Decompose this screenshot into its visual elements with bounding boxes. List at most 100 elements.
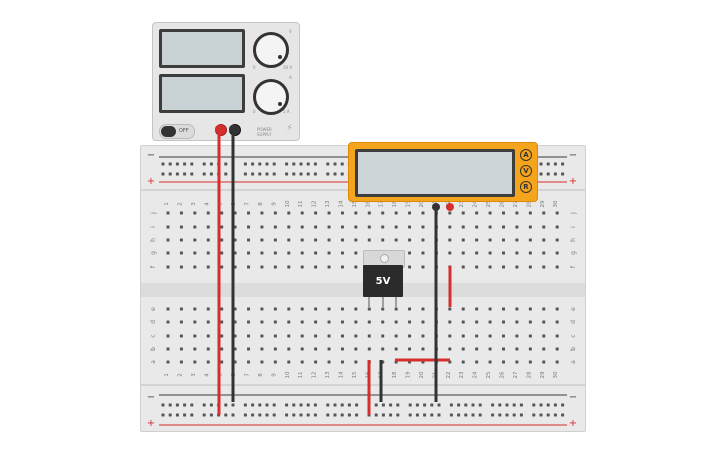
breadboard-hole[interactable] (273, 307, 277, 311)
rail-hole[interactable] (512, 413, 516, 417)
rail-hole[interactable] (217, 172, 221, 176)
breadboard-hole[interactable] (340, 360, 344, 364)
breadboard-hole[interactable] (421, 347, 425, 351)
rail-hole[interactable] (553, 162, 557, 166)
breadboard-hole[interactable] (273, 320, 277, 324)
rail-hole[interactable] (389, 413, 393, 417)
breadboard-hole[interactable] (354, 211, 358, 215)
rail-hole[interactable] (265, 403, 269, 407)
breadboard-hole[interactable] (421, 360, 425, 364)
rail-hole[interactable] (333, 413, 337, 417)
breadboard-hole[interactable] (287, 307, 291, 311)
breadboard-hole[interactable] (193, 251, 197, 255)
rail-hole[interactable] (285, 403, 289, 407)
breadboard-hole[interactable] (314, 307, 318, 311)
breadboard-hole[interactable] (327, 265, 331, 269)
breadboard-hole[interactable] (434, 225, 438, 229)
rail-hole[interactable] (374, 413, 378, 417)
breadboard-hole[interactable] (461, 360, 465, 364)
breadboard-hole[interactable] (381, 320, 385, 324)
breadboard-hole[interactable] (273, 211, 277, 215)
breadboard-hole[interactable] (408, 225, 412, 229)
breadboard-hole[interactable] (340, 251, 344, 255)
breadboard-hole[interactable] (179, 307, 183, 311)
rail-hole[interactable] (553, 413, 557, 417)
rail-hole[interactable] (243, 403, 247, 407)
breadboard-hole[interactable] (247, 265, 251, 269)
breadboard-hole[interactable] (488, 334, 492, 338)
breadboard-hole[interactable] (233, 307, 237, 311)
breadboard-hole[interactable] (515, 265, 519, 269)
breadboard-hole[interactable] (394, 307, 398, 311)
breadboard-hole[interactable] (354, 225, 358, 229)
breadboard-hole[interactable] (367, 360, 371, 364)
rail-hole[interactable] (285, 172, 289, 176)
breadboard-hole[interactable] (381, 238, 385, 242)
rail-hole[interactable] (306, 403, 310, 407)
breadboard-hole[interactable] (555, 347, 559, 351)
breadboard-hole[interactable] (193, 225, 197, 229)
rail-hole[interactable] (415, 403, 419, 407)
breadboard-hole[interactable] (193, 238, 197, 242)
breadboard-hole[interactable] (448, 307, 452, 311)
breadboard-hole[interactable] (300, 320, 304, 324)
breadboard-hole[interactable] (300, 211, 304, 215)
voltage-regulator[interactable]: 5V (363, 265, 403, 297)
breadboard-hole[interactable] (434, 347, 438, 351)
rail-hole[interactable] (396, 413, 400, 417)
breadboard-hole[interactable] (247, 320, 251, 324)
breadboard-hole[interactable] (179, 320, 183, 324)
rail-hole[interactable] (272, 403, 276, 407)
breadboard-hole[interactable] (260, 211, 264, 215)
breadboard-hole[interactable] (367, 238, 371, 242)
breadboard-hole[interactable] (408, 265, 412, 269)
rail-hole[interactable] (561, 403, 565, 407)
breadboard-hole[interactable] (475, 211, 479, 215)
rail-hole[interactable] (306, 413, 310, 417)
breadboard-hole[interactable] (408, 360, 412, 364)
breadboard-hole[interactable] (394, 360, 398, 364)
power-switch-handle[interactable] (161, 126, 176, 137)
rail-hole[interactable] (202, 172, 206, 176)
breadboard-hole[interactable] (555, 360, 559, 364)
breadboard-hole[interactable] (166, 334, 170, 338)
breadboard-hole[interactable] (273, 225, 277, 229)
rail-hole[interactable] (243, 162, 247, 166)
breadboard-hole[interactable] (475, 251, 479, 255)
rail-hole[interactable] (175, 403, 179, 407)
breadboard-hole[interactable] (381, 307, 385, 311)
breadboard-hole[interactable] (367, 334, 371, 338)
rail-hole[interactable] (292, 172, 296, 176)
breadboard-hole[interactable] (394, 347, 398, 351)
breadboard-hole[interactable] (233, 211, 237, 215)
rail-hole[interactable] (519, 413, 523, 417)
breadboard-hole[interactable] (488, 238, 492, 242)
breadboard-hole[interactable] (166, 265, 170, 269)
rail-hole[interactable] (161, 172, 165, 176)
breadboard-hole[interactable] (354, 307, 358, 311)
breadboard-hole[interactable] (394, 238, 398, 242)
rail-hole[interactable] (272, 413, 276, 417)
breadboard-hole[interactable] (515, 334, 519, 338)
breadboard-hole[interactable] (542, 307, 546, 311)
rail-hole[interactable] (168, 172, 172, 176)
breadboard-hole[interactable] (394, 320, 398, 324)
rail-hole[interactable] (539, 172, 543, 176)
rail-hole[interactable] (430, 413, 434, 417)
breadboard-hole[interactable] (461, 307, 465, 311)
breadboard-hole[interactable] (421, 225, 425, 229)
breadboard-hole[interactable] (502, 265, 505, 269)
breadboard-hole[interactable] (555, 238, 559, 242)
breadboard-hole[interactable] (193, 347, 197, 351)
breadboard-hole[interactable] (394, 211, 398, 215)
breadboard-hole[interactable] (421, 334, 425, 338)
breadboard-hole[interactable] (179, 211, 183, 215)
breadboard-hole[interactable] (314, 225, 318, 229)
mode-button-ohmmeter[interactable]: R (520, 181, 532, 193)
breadboard-hole[interactable] (421, 320, 425, 324)
breadboard-hole[interactable] (247, 225, 251, 229)
breadboard-hole[interactable] (502, 251, 505, 255)
breadboard-hole[interactable] (260, 225, 264, 229)
breadboard-hole[interactable] (381, 360, 385, 364)
rail-hole[interactable] (231, 172, 235, 176)
